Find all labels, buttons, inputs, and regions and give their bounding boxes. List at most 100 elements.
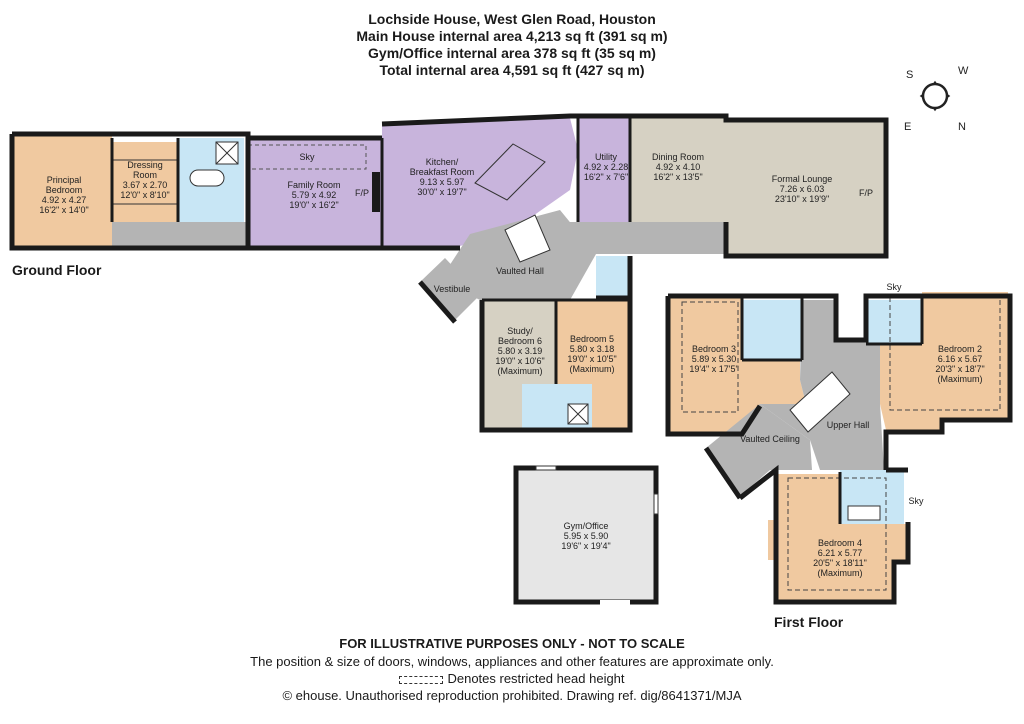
sky-label-family: Sky — [299, 152, 315, 162]
fp-label-family: F/P — [355, 188, 369, 198]
bed4-note: (Maximum) — [818, 568, 863, 578]
family-label: Family Room — [287, 180, 340, 190]
fireplace-icon — [372, 172, 380, 212]
bed5-label: Bedroom 5 — [570, 334, 614, 344]
kitchen-island — [474, 143, 546, 201]
family-dims-m: 5.79 x 4.92 — [292, 190, 337, 200]
study-label-1: Study/ — [507, 326, 533, 336]
fp-label-lounge: F/P — [859, 188, 873, 198]
lounge-dims-ft: 23'10" x 19'9" — [775, 194, 829, 204]
disclaimer-text: The position & size of doors, windows, a… — [250, 654, 774, 669]
room-bedroom-2 — [880, 292, 1008, 430]
utility-label: Utility — [595, 152, 617, 162]
bed4-label: Bedroom 4 — [818, 538, 862, 548]
dining-label: Dining Room — [652, 152, 704, 162]
total-area: Total internal area 4,591 sq ft (427 sq … — [379, 62, 645, 78]
compass-e: E — [904, 121, 911, 133]
bed3-dims-ft: 19'4" x 17'5" — [689, 364, 738, 374]
dressing-dims-m: 3.67 x 2.70 — [123, 180, 168, 190]
bed2-label: Bedroom 2 — [938, 344, 982, 354]
kitchen-dims-m: 9.13 x 5.97 — [420, 177, 465, 187]
dressing-label-2: Room — [133, 170, 157, 180]
restricted-height-swatch — [399, 675, 444, 684]
gym-dims-m: 5.95 x 5.90 — [564, 531, 609, 541]
vaulted-ceiling-label: Vaulted Ceiling — [740, 434, 800, 444]
bath-icon-first — [847, 505, 881, 521]
room-family — [248, 140, 382, 246]
utility-dims-ft: 16'2" x 7'6" — [584, 172, 628, 182]
lounge-dims-m: 7.26 x 6.03 — [780, 184, 825, 194]
room-vestibule — [420, 258, 480, 320]
room-gym-office — [513, 465, 659, 605]
bed5-dims-ft: 19'0" x 10'5" — [567, 354, 616, 364]
compass-w: W — [958, 65, 969, 77]
sky-label-bath: Sky — [908, 496, 924, 506]
room-formal-lounge — [726, 122, 884, 254]
sky-window — [247, 144, 367, 170]
compass-n: N — [958, 121, 966, 133]
bed5-dims-m: 5.80 x 3.18 — [570, 344, 615, 354]
dressing-dims-ft: 12'0" x 8'10" — [120, 190, 169, 200]
legend-text: Denotes restricted head height — [447, 671, 625, 686]
gym-label: Gym/Office — [564, 521, 609, 531]
room-vaulted-ceiling — [706, 404, 812, 496]
plan-title: Lochside House, West Glen Road, Houston — [368, 11, 656, 27]
dining-dims-m: 4.92 x 4.10 — [656, 162, 701, 172]
room-utility — [578, 118, 630, 222]
bed4-dims-ft: 20'5" x 18'11" — [813, 558, 867, 568]
principal-dims-m: 4.92 x 4.27 — [42, 195, 87, 205]
first-floor-plan — [665, 292, 1013, 605]
family-dims-ft: 19'0" x 16'2" — [289, 200, 338, 210]
gym-office-plan: Gym/Office 5.95 x 5.90 19'6" x 19'4" — [513, 465, 659, 605]
dining-dims-ft: 16'2" x 13'5" — [653, 172, 702, 182]
bed2-note: (Maximum) — [938, 374, 983, 384]
study-note: (Maximum) — [498, 366, 543, 376]
study-dims-ft: 19'0" x 10'6" — [495, 356, 544, 366]
room-principal-bedroom — [14, 136, 112, 248]
upper-hall-label: Upper Hall — [827, 420, 870, 430]
principal-label-2: Bedroom — [46, 185, 83, 195]
vestibule-label: Vestibule — [434, 284, 471, 294]
room-dining — [630, 118, 726, 222]
utility-dims-m: 4.92 x 2.28 — [584, 162, 629, 172]
first-floor-label: First Floor — [774, 614, 844, 630]
bed2-dims-ft: 20'3" x 18'7" — [935, 364, 984, 374]
principal-dims-ft: 16'2" x 14'0" — [39, 205, 88, 215]
corridor-west — [112, 222, 248, 246]
principal-label-1: Principal — [47, 175, 82, 185]
vaulted-hall-label: Vaulted Hall — [496, 266, 544, 276]
kitchen-label-1: Kitchen/ — [426, 157, 459, 167]
bed3-dims-m: 5.89 x 5.30 — [692, 354, 737, 364]
room-ensuite-bed2 — [866, 300, 922, 344]
study-dims-m: 5.80 x 3.19 — [498, 346, 543, 356]
study-label-2: Bedroom 6 — [498, 336, 542, 346]
upper-staircase-icon — [789, 371, 851, 433]
staircase-icon — [504, 214, 551, 263]
room-ensuite-bed3 — [742, 300, 802, 360]
bath-icon — [189, 169, 225, 187]
room-wc — [596, 256, 630, 298]
room-bedroom-3 — [670, 298, 806, 432]
kitchen-label-2: Breakfast Room — [410, 167, 475, 177]
gym-office-area: Gym/Office internal area 378 sq ft (35 s… — [368, 45, 656, 61]
sky-label-bed2: Sky — [886, 282, 902, 292]
main-house-area: Main House internal area 4,213 sq ft (39… — [356, 28, 668, 44]
lounge-label: Formal Lounge — [772, 174, 833, 184]
bed5-note: (Maximum) — [570, 364, 615, 374]
dressing-label-1: Dressing — [127, 160, 163, 170]
gym-dims-ft: 19'6" x 19'4" — [561, 541, 610, 551]
copyright-text: © ehouse. Unauthorised reproduction proh… — [282, 688, 742, 703]
compass-s: S — [906, 69, 913, 81]
legend-row: Denotes restricted head height — [0, 671, 1024, 687]
ground-floor-labels: Principal Bedroom 4.92 x 4.27 16'2" x 14… — [39, 152, 873, 376]
disclaimer-heading: FOR ILLUSTRATIVE PURPOSES ONLY - NOT TO … — [339, 636, 685, 651]
room-dressing — [112, 142, 178, 222]
room-bedroom-4 — [768, 474, 906, 600]
compass-icon: S W E N — [904, 65, 969, 133]
bed2-dims-m: 6.16 x 5.67 — [938, 354, 983, 364]
kitchen-dims-ft: 30'0" x 19'7" — [417, 187, 466, 197]
first-floor-labels: Bedroom 3 5.89 x 5.30 19'4" x 17'5" Bedr… — [689, 282, 984, 578]
ground-floor-label: Ground Floor — [12, 262, 102, 278]
ground-floor-plan — [9, 113, 889, 433]
